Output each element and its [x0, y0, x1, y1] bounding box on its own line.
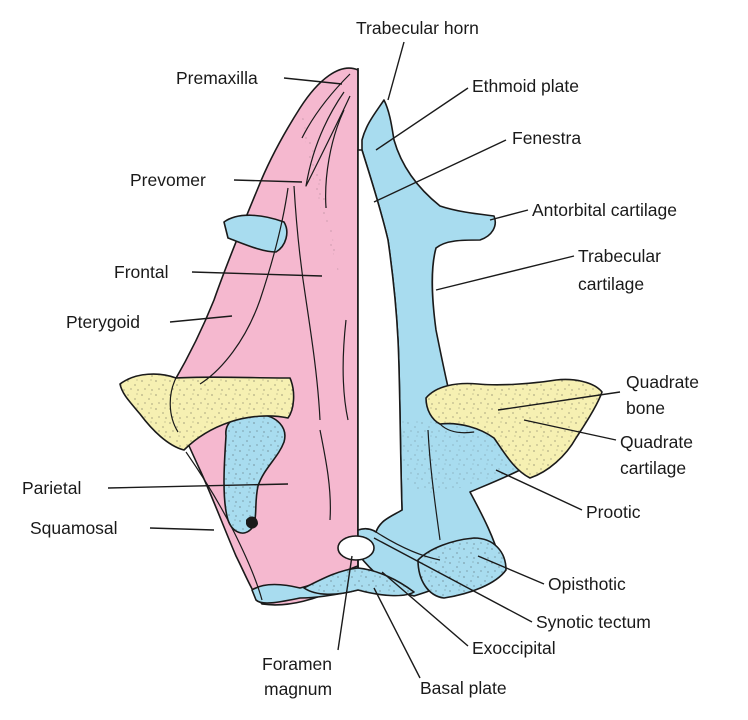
leader-premaxilla	[283, 77, 343, 85]
label-antorbital-cartilage: Antorbital cartilage	[532, 200, 677, 220]
leader-prevomer	[233, 179, 303, 183]
left-dermal-skull	[167, 67, 359, 606]
leader-ethmoid-plate	[375, 87, 469, 151]
leader-basal-plate	[373, 587, 421, 679]
leader-quadrate-cartilage	[523, 419, 617, 441]
right-opisthotic-stipple	[418, 538, 506, 598]
left-dermal-skull-stipple	[300, 110, 340, 280]
label-trabecular-horn: Trabecular horn	[356, 18, 479, 38]
label-basal-plate: Basal plate	[420, 678, 507, 698]
label-fenestra: Fenestra	[512, 128, 581, 148]
left-half-adult-skull	[119, 67, 359, 606]
parietal-ridge	[319, 429, 331, 521]
label-prevomer: Prevomer	[130, 170, 206, 190]
left-opening-dark	[246, 516, 258, 529]
label-trabecular-cartilage: Trabecular cartilage	[578, 246, 666, 294]
label-parietal: Parietal	[22, 478, 81, 498]
leader-pterygoid	[169, 315, 233, 323]
leader-frontal	[191, 271, 323, 277]
label-quadrate-bone: Quadrate bone	[626, 372, 704, 418]
label-quadrate-cartilage: Quadrate cartilage	[620, 432, 698, 478]
prevomer-ridge	[305, 91, 351, 187]
frontal-suture	[293, 185, 321, 421]
pterygoid-suture	[199, 187, 289, 385]
right-quadrate-stipple	[426, 379, 602, 478]
leader-trabecular-cartilage	[435, 255, 575, 291]
label-premaxilla: Premaxilla	[176, 68, 258, 88]
leader-foramen-magnum	[337, 555, 353, 651]
label-synotic-tectum: Synotic tectum	[536, 612, 651, 632]
leader-fenestra	[373, 139, 507, 203]
right-half-chondrocranium	[303, 99, 603, 599]
leader-lines	[107, 41, 621, 679]
leader-prootic	[495, 469, 583, 511]
foramen-magnum-opening	[337, 535, 375, 561]
synotic-suture	[375, 531, 441, 561]
leader-exoccipital	[381, 571, 469, 647]
labels: Trabecular horn Premaxilla Ethmoid plate…	[22, 18, 704, 699]
label-prootic: Prootic	[586, 502, 641, 522]
leader-opisthotic	[477, 555, 545, 585]
prootic-suture	[427, 429, 441, 541]
left-antorbital-cartilage	[223, 214, 288, 253]
right-quadrate-inner	[439, 423, 475, 434]
label-foramen-magnum: Foramen magnum	[262, 654, 337, 699]
label-ethmoid-plate: Ethmoid plate	[472, 76, 579, 96]
leader-parietal	[107, 483, 289, 489]
leader-synotic-tectum	[373, 537, 533, 623]
label-squamosal: Squamosal	[30, 518, 118, 538]
label-pterygoid: Pterygoid	[66, 312, 140, 332]
label-frontal: Frontal	[114, 262, 168, 282]
right-trabecular-stipple	[402, 420, 516, 494]
squamosal-suture	[185, 451, 263, 601]
left-quadrate-suture	[169, 377, 179, 433]
label-opisthotic: Opisthotic	[548, 574, 626, 594]
prevomer-ridge-2	[325, 109, 345, 209]
left-quadrate-stipple	[120, 374, 294, 450]
leader-quadrate-bone	[497, 391, 621, 411]
basal-plate-stipple	[304, 568, 414, 596]
leader-trabecular-horn	[387, 41, 405, 101]
right-fenestra	[357, 149, 403, 533]
premaxilla-suture	[301, 73, 351, 139]
left-prootic-window-stipple	[224, 413, 285, 534]
leader-squamosal	[149, 527, 215, 531]
parietal-ridge-2	[342, 319, 349, 421]
label-exoccipital: Exoccipital	[472, 638, 556, 658]
leader-antorbital	[489, 209, 529, 221]
